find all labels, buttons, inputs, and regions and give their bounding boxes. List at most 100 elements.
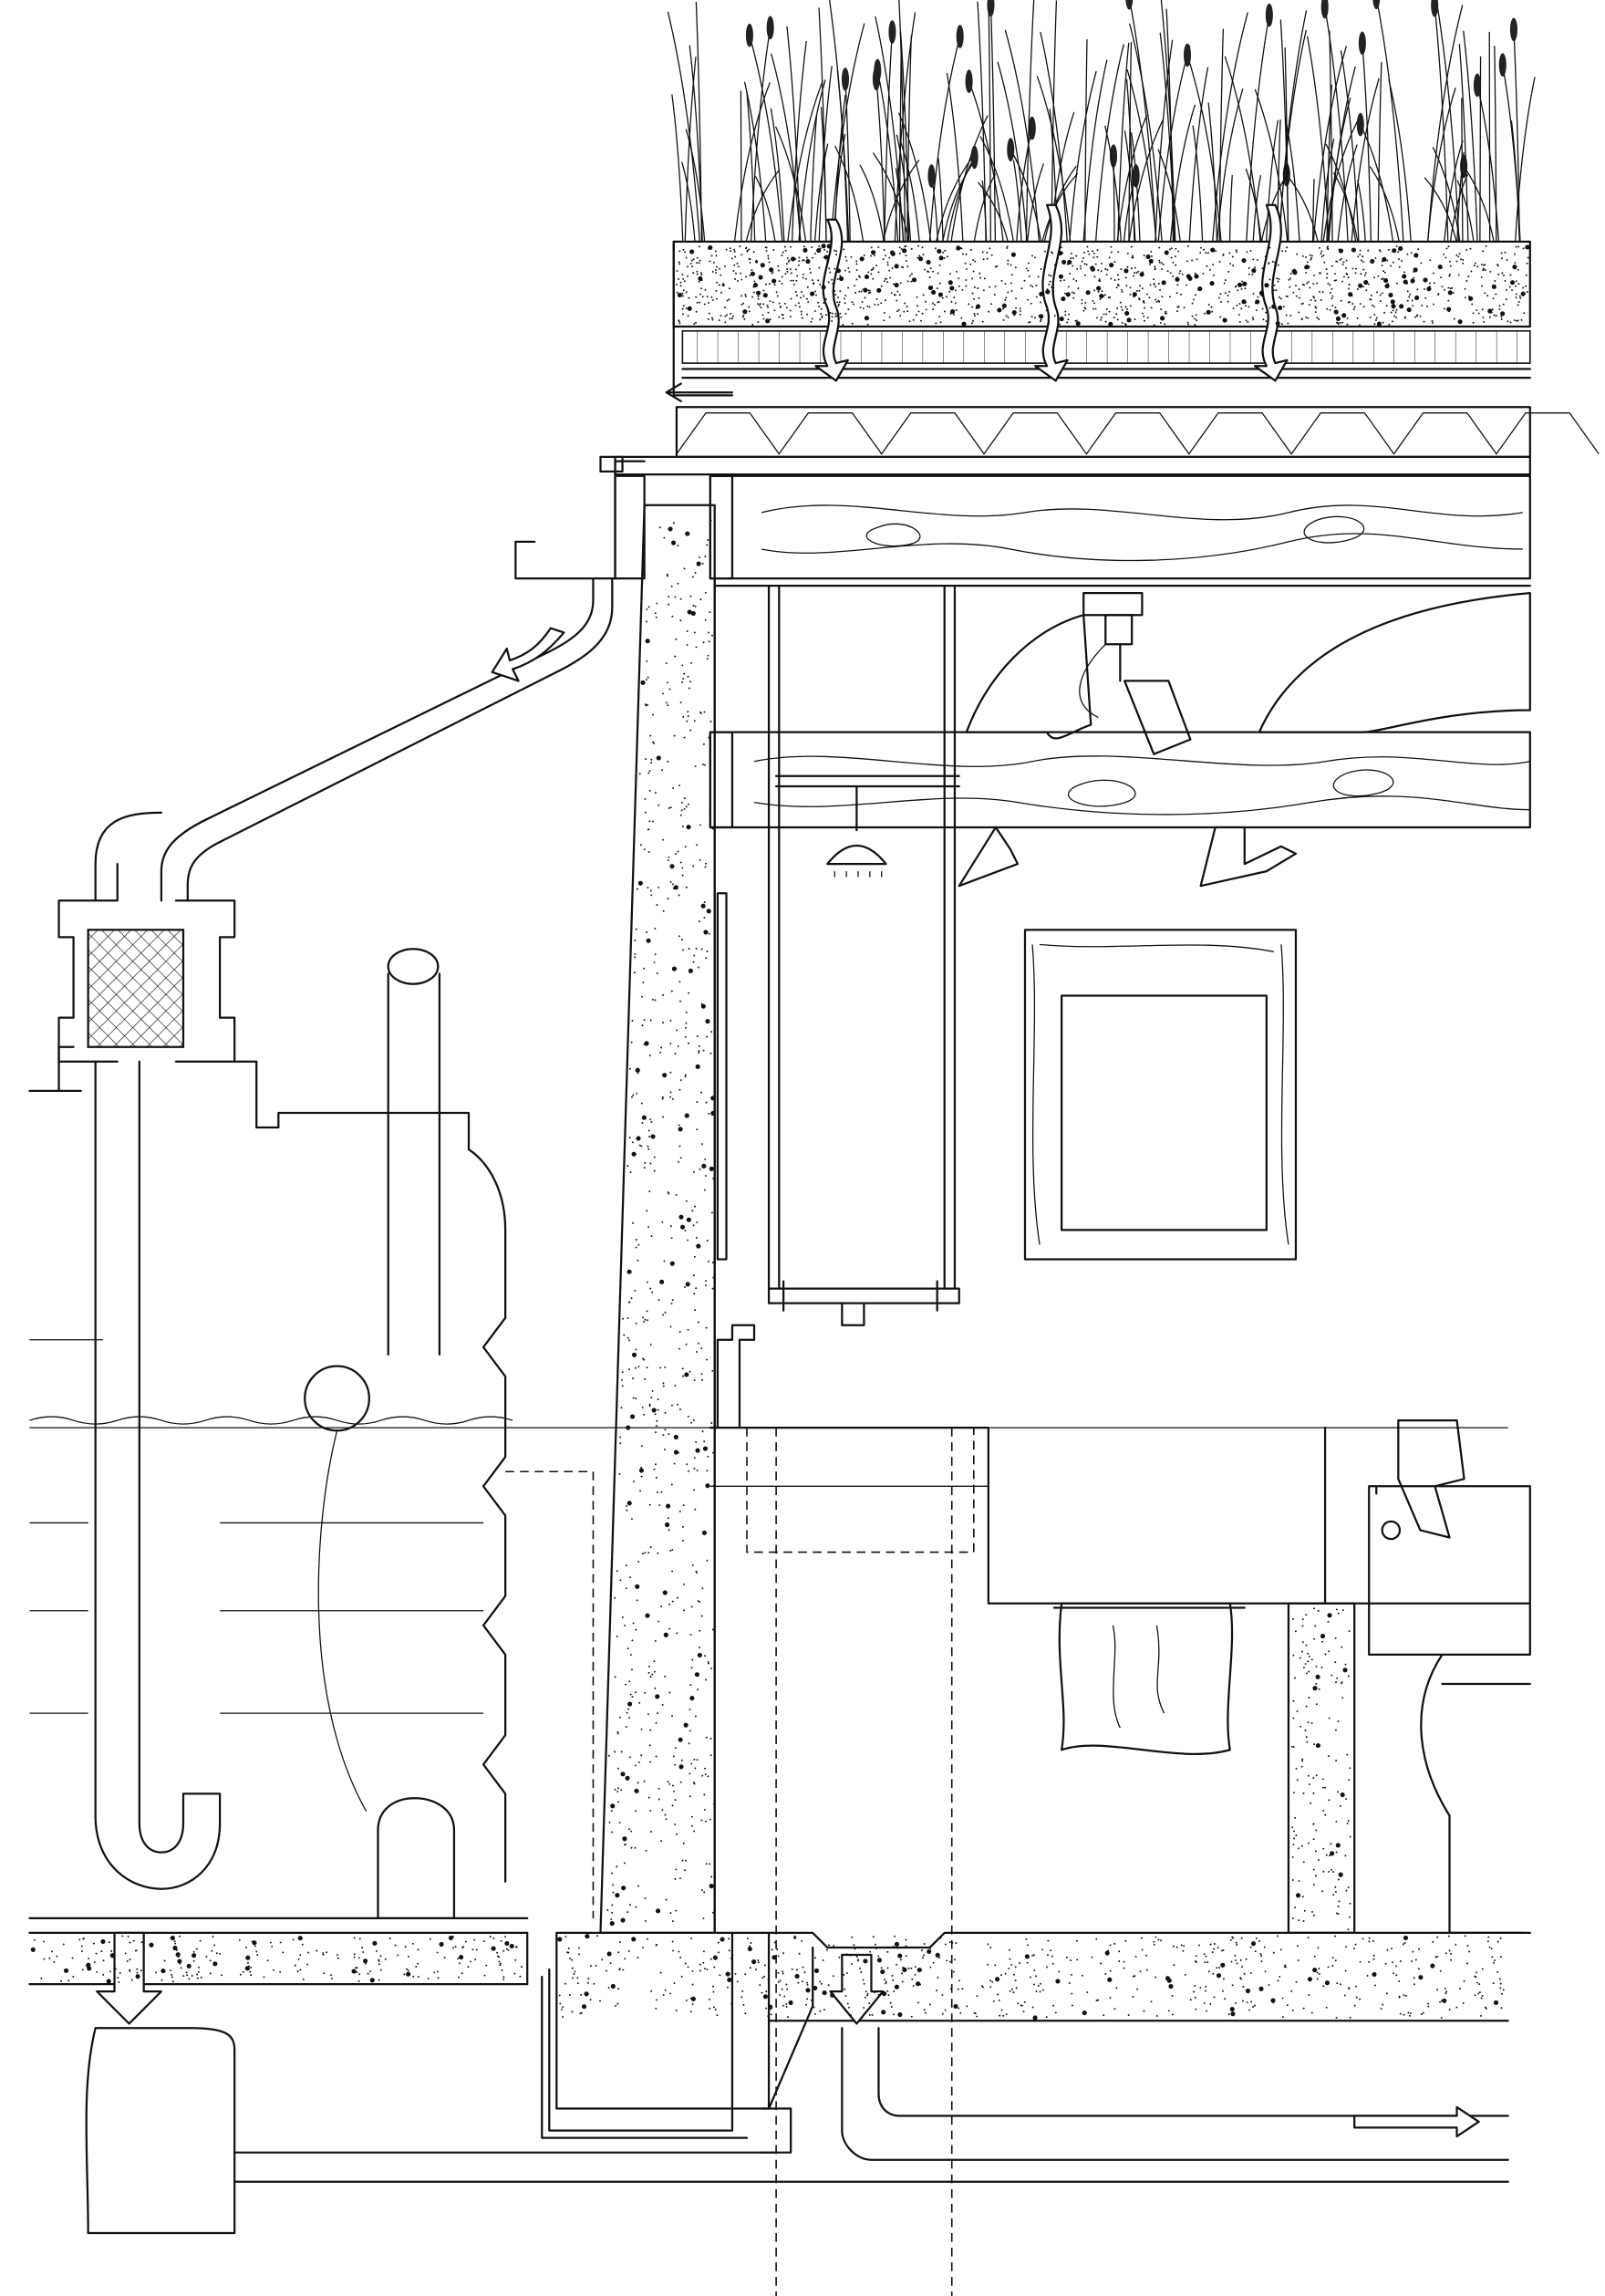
grass-blade <box>1246 15 1270 242</box>
seed-head <box>1431 0 1439 17</box>
seed-head <box>1125 0 1134 10</box>
flashing <box>599 455 624 473</box>
seed-head <box>970 145 979 170</box>
grass-blade <box>770 108 785 242</box>
grass-blade <box>791 40 807 242</box>
seed-head <box>872 67 880 91</box>
grass-blade <box>745 169 781 243</box>
grass-blade <box>1376 0 1404 242</box>
roof-deck <box>614 455 1531 476</box>
grass-blade <box>897 112 932 242</box>
arrow-icon <box>1034 203 1069 382</box>
grass-blade <box>1479 56 1482 242</box>
grass-blade <box>775 126 807 242</box>
grass-blade <box>936 157 973 242</box>
seed-head <box>956 25 964 48</box>
grass-blade <box>754 176 776 242</box>
grass-blade <box>671 94 684 242</box>
grass-blade <box>1129 0 1157 242</box>
grass-blade <box>786 26 801 242</box>
grass-blade <box>1502 64 1521 242</box>
ceiling-timber-beam <box>709 731 1531 829</box>
grass-blade <box>928 36 961 242</box>
grass-blade <box>1449 173 1469 242</box>
seed-head <box>841 68 849 91</box>
seed-head <box>1265 3 1273 27</box>
wall-concrete-stipple <box>606 519 716 1927</box>
window-frame <box>1023 929 1298 1261</box>
grass-blade <box>740 90 742 242</box>
grass-blade <box>1284 118 1300 242</box>
grass-blade <box>1169 104 1196 242</box>
seed-head <box>888 20 896 44</box>
grass-blade <box>1192 125 1204 242</box>
rainwater-downpipe <box>57 460 646 1890</box>
grass-blade <box>875 78 885 242</box>
shower-head <box>826 844 887 866</box>
corrugated-sheet <box>676 412 1600 455</box>
arrow-icon <box>665 382 734 402</box>
grass-blade <box>733 82 771 242</box>
grass-blade <box>977 182 1009 243</box>
grass-blade <box>685 129 706 242</box>
grass-blade <box>1337 144 1358 242</box>
grass-blade <box>813 143 829 242</box>
soil-stipple <box>676 244 1530 327</box>
grass-blade <box>1025 0 1035 242</box>
grass-blade <box>898 0 906 242</box>
insulation-layer <box>675 406 1531 458</box>
grass-blade <box>1218 28 1225 242</box>
grass-blade <box>946 72 964 242</box>
seed-head <box>745 23 753 47</box>
grass-blade <box>1312 46 1348 242</box>
grass-blade <box>1207 102 1218 242</box>
grass-blade <box>973 173 997 242</box>
seed-head <box>965 69 973 93</box>
grass-blade <box>1212 12 1248 242</box>
grass-blade <box>1377 62 1382 242</box>
grass-blade <box>1186 55 1222 242</box>
grass-blade <box>876 70 899 242</box>
grass-blade <box>787 79 823 242</box>
grass-blade <box>771 53 802 242</box>
grass-blade <box>1351 78 1380 242</box>
vent-pipe-opening <box>387 948 440 985</box>
grass-blade <box>981 180 988 242</box>
grass-blade <box>1004 29 1041 242</box>
seed-head <box>766 16 774 40</box>
grass-blade <box>1515 77 1536 242</box>
grass-blade <box>895 168 905 242</box>
grass-blade <box>898 52 902 242</box>
arrow-icon <box>814 218 849 382</box>
grass-blade <box>1286 174 1319 243</box>
ceiling-light <box>1079 591 1192 755</box>
seed-head <box>1356 112 1364 137</box>
grass-blade <box>1362 43 1372 242</box>
grass-blade <box>818 7 827 242</box>
grass-blade <box>1157 149 1181 242</box>
grass-blade <box>906 35 912 242</box>
grass-blade <box>1324 6 1349 242</box>
grass-blade <box>884 32 894 242</box>
grass-blade <box>844 78 851 242</box>
arrow-icon <box>1353 2105 1480 2138</box>
arrow-icon <box>96 1931 163 2025</box>
grass-blade <box>1036 76 1072 242</box>
grass-blade <box>1332 171 1359 242</box>
filter-layer <box>681 329 1531 364</box>
concrete-column <box>1287 1602 1356 1935</box>
submersible-pump <box>377 1797 456 1919</box>
ventilation-airflow <box>958 591 1531 888</box>
grass-blade <box>1311 179 1315 242</box>
grass-blade <box>1456 180 1475 242</box>
window-pane <box>1061 994 1268 1231</box>
seed-head <box>1498 53 1507 77</box>
roof-vegetation <box>667 0 1536 243</box>
grass-blade <box>1463 166 1495 242</box>
seed-head <box>1183 43 1192 68</box>
roof-timber-beam <box>614 474 1531 580</box>
grass-blade <box>1444 140 1464 242</box>
arrow-icon <box>958 826 1020 888</box>
grass-blade <box>1322 120 1359 242</box>
